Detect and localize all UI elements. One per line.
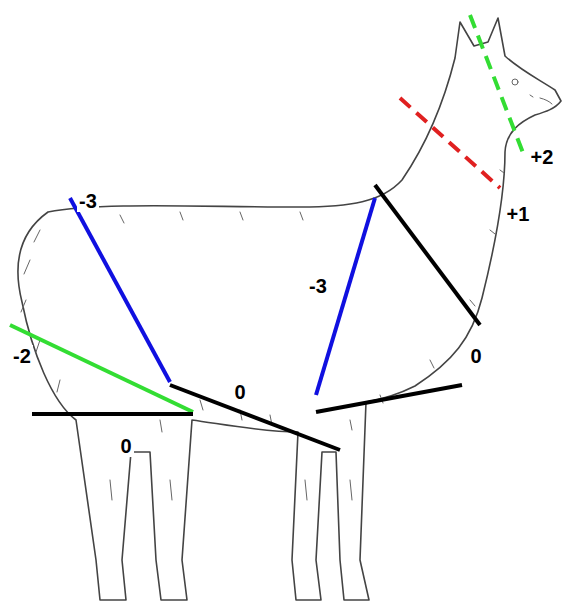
angle-value: -2 xyxy=(11,345,33,367)
angle-value: +1 xyxy=(505,203,532,225)
angle-value: 0 xyxy=(468,345,483,367)
angle-value: 0 xyxy=(118,435,133,457)
angle-value: -3 xyxy=(307,275,329,297)
angle-value: +2 xyxy=(529,146,556,168)
angle-value: -3 xyxy=(77,190,99,212)
angle-value: 0 xyxy=(232,381,247,403)
